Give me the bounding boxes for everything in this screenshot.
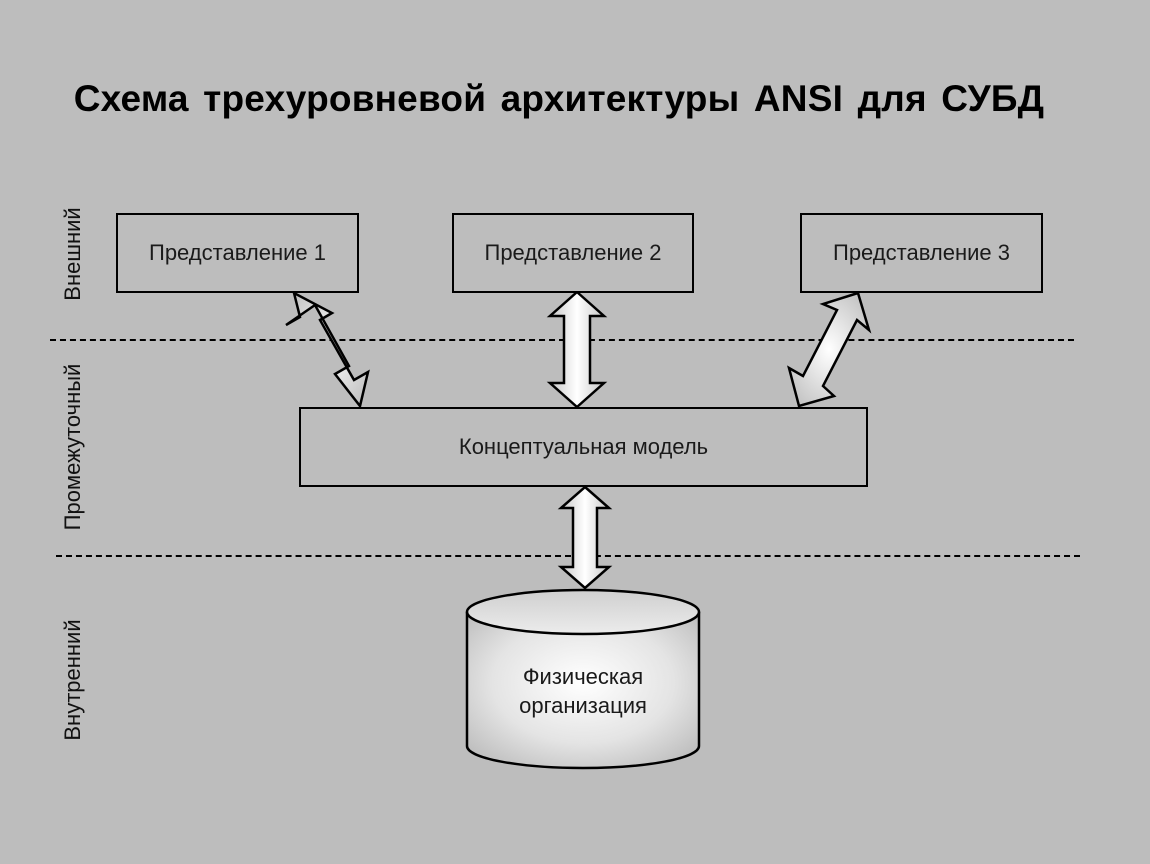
view-box-2: Представление 2 bbox=[452, 213, 694, 293]
divider-external-conceptual bbox=[50, 339, 1074, 341]
page-title: Схема трехуровневой архитектуры ANSI для… bbox=[73, 78, 1045, 119]
view-box-3: Представление 3 bbox=[800, 213, 1043, 293]
conceptual-model-label: Концептуальная модель bbox=[458, 434, 709, 459]
view-label-3: Представление 3 bbox=[833, 240, 1010, 265]
view-box-1: Представление 1 bbox=[116, 213, 359, 293]
level-label-external: Внешний bbox=[60, 207, 85, 301]
conceptual-model-box: Концептуальная модель bbox=[299, 407, 868, 487]
level-label-internal: Внутренний bbox=[60, 619, 85, 741]
arrow-view2-conceptual bbox=[546, 290, 608, 409]
arrow-view1-conceptual bbox=[285, 290, 370, 409]
arrow-conceptual-physical bbox=[557, 485, 613, 590]
physical-organization-label: Физическая организация bbox=[466, 662, 700, 720]
view-label-1: Представление 1 bbox=[149, 240, 326, 265]
level-label-conceptual: Промежуточный bbox=[60, 363, 85, 531]
divider-conceptual-internal bbox=[56, 555, 1080, 557]
arrow-view3-conceptual bbox=[787, 291, 872, 408]
physical-label-line2: организация bbox=[519, 693, 647, 718]
view-label-2: Представление 2 bbox=[484, 240, 662, 265]
physical-label-line1: Физическая bbox=[522, 664, 644, 689]
